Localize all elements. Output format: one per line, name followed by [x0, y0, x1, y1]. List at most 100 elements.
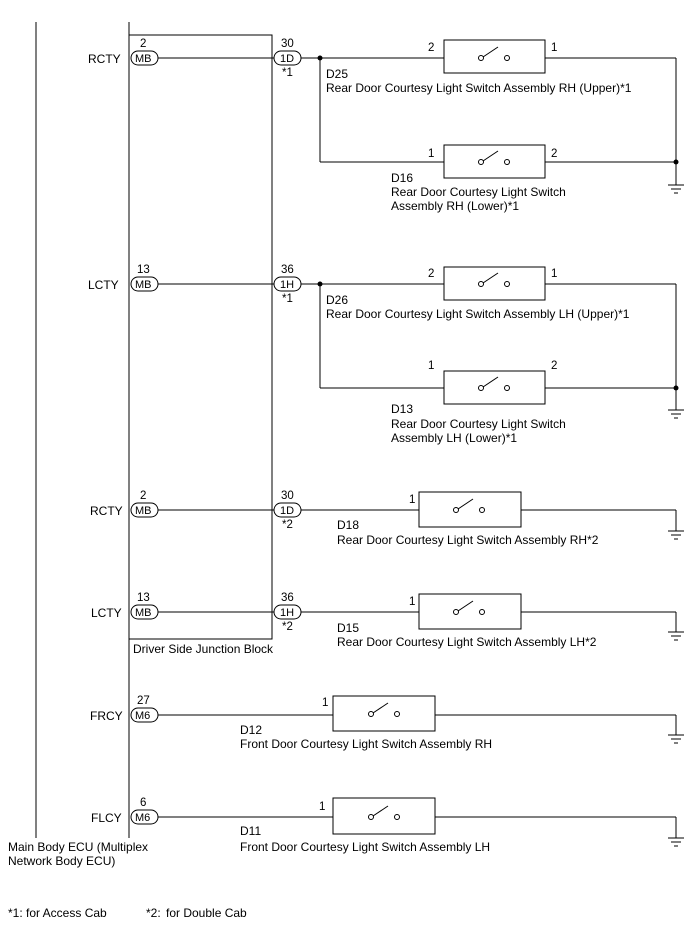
- switch-name: Rear Door Courtesy Light Switch Assembly…: [326, 307, 630, 321]
- connector-label: 1H: [280, 279, 294, 291]
- signal-label: LCTY: [88, 278, 119, 292]
- switch-code: D26: [326, 293, 348, 307]
- junction-node: [673, 385, 679, 391]
- switch-d25: 2 1 D25 Rear Door Courtesy Light Switch …: [326, 39, 676, 95]
- footnote-key: *2:: [146, 906, 161, 920]
- pin-number: 2: [140, 38, 146, 50]
- pin-number: 30: [281, 490, 294, 502]
- switch-symbol-icon: [368, 805, 400, 820]
- pin-number: 1: [322, 697, 328, 709]
- pin-number: 36: [281, 264, 294, 276]
- switch-name: Front Door Courtesy Light Switch Assembl…: [240, 737, 492, 751]
- switch-d18: 1 D18 Rear Door Courtesy Light Switch As…: [337, 491, 676, 547]
- switch-d13: 1 2 D13 Rear Door Courtesy Light Switch …: [391, 360, 676, 445]
- circuit-lcty-double: LCTY 13 MB 36 1H *2: [91, 592, 419, 633]
- switch-name: Rear Door Courtesy Light Switch Assembly…: [326, 81, 632, 95]
- ground-symbol-icon: [668, 409, 684, 419]
- connector-label: 1D: [280, 53, 294, 65]
- pin-number: 13: [137, 264, 150, 276]
- pin-number: 36: [281, 592, 294, 604]
- pin-number: 1: [409, 596, 415, 608]
- pin-number: 30: [281, 38, 294, 50]
- switch-name: Rear Door Courtesy Light Switch: [391, 417, 566, 431]
- connector-label: M6: [135, 812, 150, 824]
- ground-symbol-icon: [668, 631, 684, 641]
- connector-label: MB: [135, 279, 152, 291]
- ecu-label: Main Body ECU (Multiplex: [8, 840, 148, 854]
- switch-d11: 1 D11 Front Door Courtesy Light Switch A…: [240, 797, 676, 854]
- connector-label: MB: [135, 607, 152, 619]
- signal-label: RCTY: [90, 504, 123, 518]
- pin-number: 2: [428, 268, 434, 280]
- connector-label: 1D: [280, 505, 294, 517]
- connector-label: MB: [135, 53, 152, 65]
- driver-side-junction-block: [128, 34, 273, 640]
- junction-block-label: Driver Side Junction Block: [133, 642, 274, 656]
- switch-name: Rear Door Courtesy Light Switch: [391, 185, 566, 199]
- switch-symbol-icon: [368, 702, 400, 717]
- footnotes: *1: for Access Cab *2: for Double Cab: [8, 906, 247, 920]
- connector-note: *2: [282, 519, 293, 531]
- switch-code: D13: [391, 402, 413, 416]
- pin-number: 27: [137, 695, 150, 707]
- connector-note: *1: [282, 293, 293, 305]
- pin-number: 1: [319, 801, 325, 813]
- signal-label: LCTY: [91, 606, 122, 620]
- ground-symbol-icon: [668, 734, 684, 744]
- pin-number: 13: [137, 592, 150, 604]
- pin-number: 2: [140, 490, 146, 502]
- ecu-label: Network Body ECU): [8, 854, 115, 868]
- footnote-key: *1:: [8, 906, 23, 920]
- footnote-text: for Double Cab: [166, 906, 247, 920]
- circuit-flcy: FLCY 6 M6: [91, 797, 333, 825]
- pin-number: 1: [428, 148, 434, 160]
- switch-d16: 1 2 D16 Rear Door Courtesy Light Switch …: [391, 144, 676, 213]
- junction-node: [673, 159, 679, 165]
- ground-symbol-icon: [668, 837, 684, 847]
- pin-number: 1: [409, 494, 415, 506]
- switch-name: Rear Door Courtesy Light Switch Assembly…: [337, 533, 599, 547]
- switch-symbol-icon: [453, 600, 485, 615]
- switch-name: Assembly RH (Lower)*1: [391, 199, 519, 213]
- signal-label: RCTY: [88, 52, 121, 66]
- ground-symbol-icon: [668, 530, 684, 540]
- switch-d12: 1 D12 Front Door Courtesy Light Switch A…: [240, 695, 676, 751]
- switch-code: D16: [391, 171, 413, 185]
- switch-code: D15: [337, 621, 359, 635]
- signal-label: FRCY: [90, 709, 123, 723]
- circuit-rcty-access: RCTY 2 MB 30 1D *1: [88, 38, 444, 163]
- connector-label: 1H: [280, 607, 294, 619]
- pin-number: 1: [551, 42, 557, 54]
- pin-number: 1: [551, 268, 557, 280]
- pin-number: 1: [428, 360, 434, 372]
- switch-d26: 2 1 D26 Rear Door Courtesy Light Switch …: [326, 266, 676, 321]
- circuit-lcty-access: LCTY 13 MB 36 1H *1: [88, 264, 444, 389]
- pin-number: 2: [551, 360, 557, 372]
- ground-symbol-icon: [668, 184, 684, 194]
- switch-name: Assembly LH (Lower)*1: [391, 431, 517, 445]
- connector-note: *2: [282, 621, 293, 633]
- switch-code: D12: [240, 723, 262, 737]
- switch-symbol-icon: [453, 498, 485, 513]
- switch-name: Rear Door Courtesy Light Switch Assembly…: [337, 635, 597, 649]
- signal-label: FLCY: [91, 811, 122, 825]
- switch-code: D18: [337, 518, 359, 532]
- switch-symbol-icon: [478, 150, 510, 165]
- switch-symbol-icon: [478, 272, 510, 287]
- switch-code: D25: [326, 67, 348, 81]
- footnote-text: for Access Cab: [26, 906, 107, 920]
- pin-number: 2: [428, 42, 434, 54]
- switch-name: Front Door Courtesy Light Switch Assembl…: [240, 840, 490, 854]
- connector-note: *1: [282, 67, 293, 79]
- switch-symbol-icon: [478, 376, 510, 391]
- switch-code: D11: [240, 824, 261, 838]
- circuit-rcty-double: RCTY 2 MB 30 1D *2: [90, 490, 419, 531]
- switch-symbol-icon: [478, 46, 510, 61]
- circuit-frcy: FRCY 27 M6: [90, 695, 333, 723]
- pin-number: 6: [140, 797, 146, 809]
- switch-d15: 1 D15 Rear Door Courtesy Light Switch As…: [337, 593, 676, 649]
- connector-label: MB: [135, 505, 152, 517]
- connector-label: M6: [135, 710, 150, 722]
- pin-number: 2: [551, 148, 557, 160]
